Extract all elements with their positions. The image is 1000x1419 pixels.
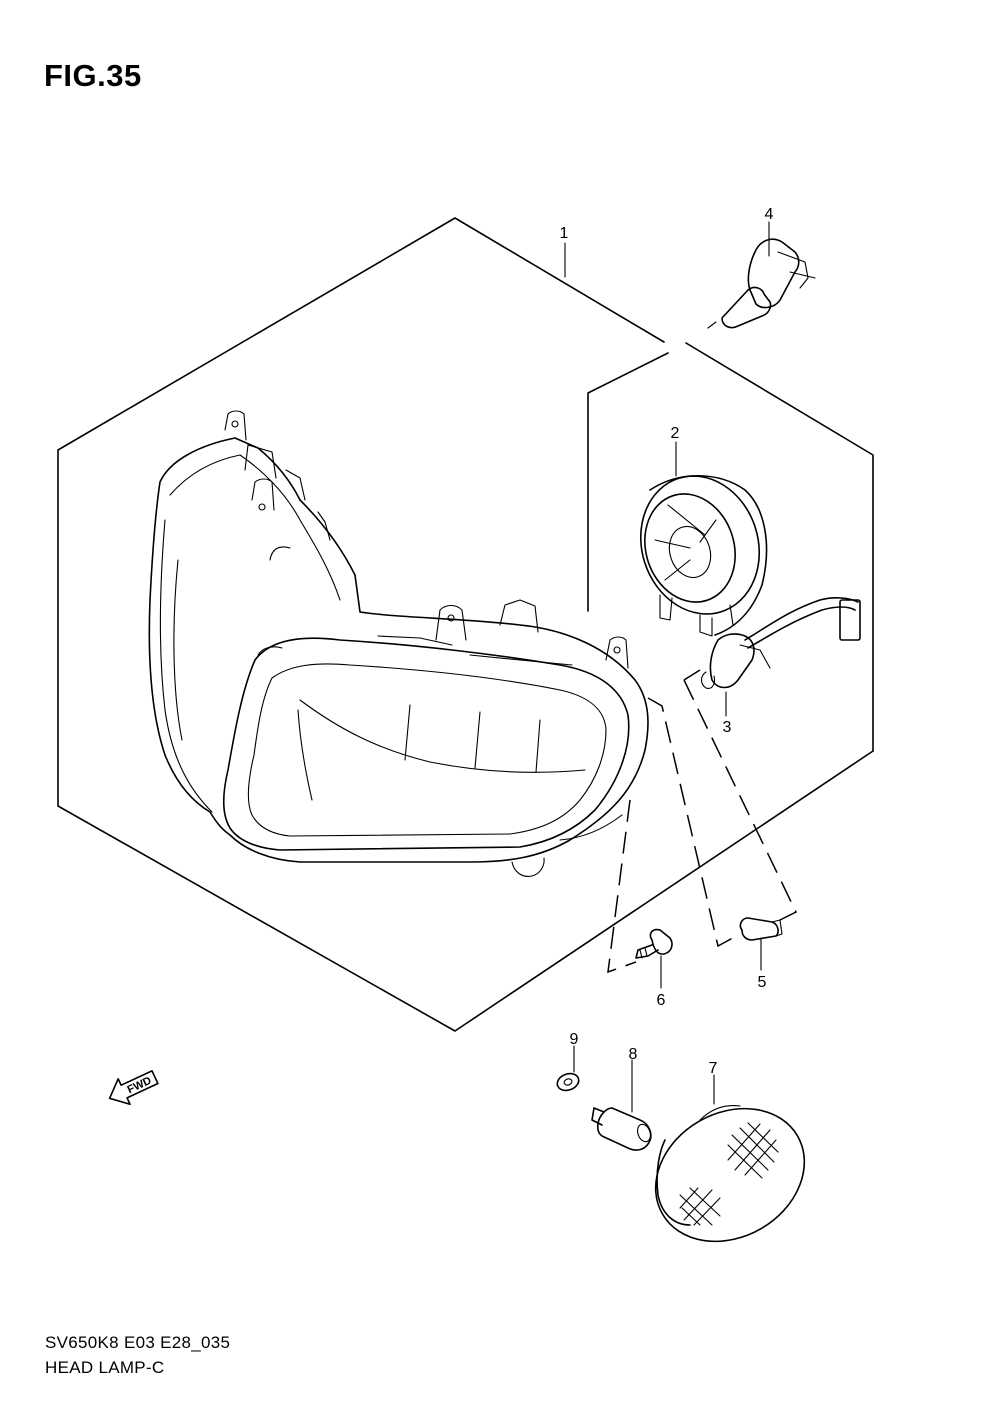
washer [556,1072,580,1092]
fwd-arrow-icon: FWD [108,1070,159,1106]
lens-reflector [654,1104,806,1243]
wiring-harness-socket [700,597,861,689]
headlamp-assembly [148,410,649,877]
callout-leaders [564,221,770,1113]
fwd-label: FWD [126,1075,154,1096]
socket-cover [639,475,768,637]
callout-labels: 1 2 3 4 5 6 7 8 9 [560,206,774,1077]
figure-title: FIG.35 [44,58,142,93]
callout-7: 7 [709,1060,718,1077]
assembly-group-outline [57,217,874,1032]
adjusting-screw [635,928,673,959]
position-bulb [739,917,783,941]
figure-name: HEAD LAMP-C [45,1358,165,1377]
callout-3: 3 [723,719,732,736]
callout-6: 6 [657,992,666,1009]
headlamp-bulb [707,238,816,329]
callout-9: 9 [570,1031,579,1048]
callout-4: 4 [765,206,774,223]
spacer [591,1107,652,1151]
callout-2: 2 [671,425,680,442]
callout-5: 5 [758,974,767,991]
lens-crosshatch-bottom [679,1187,721,1226]
lens-crosshatch-top [727,1122,779,1179]
assembly-guide-lines [607,669,797,974]
figure-code: SV650K8 E03 E28_035 [45,1333,231,1352]
callout-8: 8 [629,1046,638,1063]
callout-1: 1 [560,225,569,242]
